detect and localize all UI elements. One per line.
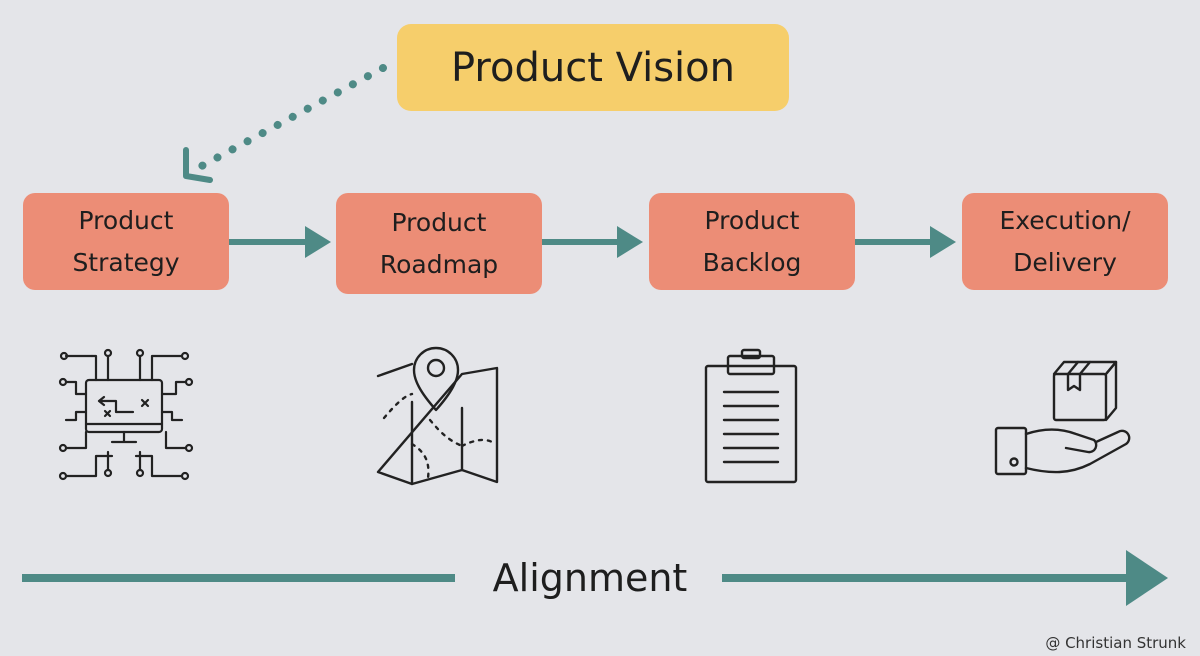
product-vision-label: Product Vision xyxy=(451,44,735,91)
step-execution-delivery: Execution/ Delivery xyxy=(962,193,1168,290)
alignment-arrow xyxy=(22,550,1168,606)
step-label-line2: Strategy xyxy=(72,247,180,277)
alignment-label: Alignment xyxy=(492,556,688,600)
product-vision-box: Product Vision xyxy=(397,24,789,111)
step-label-line2: Backlog xyxy=(702,247,802,277)
strategy-circuit-icon xyxy=(58,348,194,481)
step-label-line1: Product xyxy=(78,205,174,235)
step-label-line1: Product xyxy=(704,205,800,235)
connector-arrow-2 xyxy=(542,226,643,258)
clipboard-icon xyxy=(704,348,798,484)
vision-to-strategy-dotted-arrow xyxy=(183,64,387,183)
hand-package-icon xyxy=(994,360,1131,476)
map-pin-icon xyxy=(376,346,499,486)
step-label-line2: Roadmap xyxy=(379,249,499,279)
step-product-strategy: Product Strategy xyxy=(23,193,229,290)
step-product-roadmap: Product Roadmap xyxy=(336,193,542,294)
credit-text: @ Christian Strunk xyxy=(1045,634,1186,652)
step-label-line1: Execution/ xyxy=(999,205,1131,235)
step-label-line1: Product xyxy=(391,207,487,237)
connector-arrow-3 xyxy=(855,226,956,258)
connector-arrow-1 xyxy=(229,226,331,258)
step-product-backlog: Product Backlog xyxy=(649,193,855,290)
step-label-line2: Delivery xyxy=(1013,247,1117,277)
